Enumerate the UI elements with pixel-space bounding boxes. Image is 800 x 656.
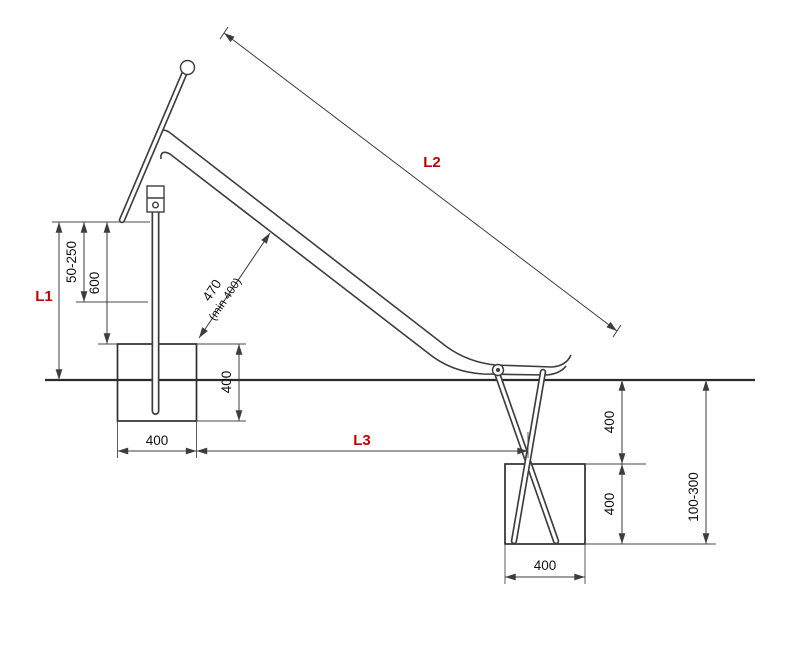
dim-line-l2-main xyxy=(223,32,618,332)
pivot-joint xyxy=(491,363,505,377)
pivot-bolt xyxy=(496,368,500,372)
dim-line-l2 xyxy=(219,26,622,338)
label-l1: L1 xyxy=(35,288,53,305)
handrail-tube-core xyxy=(120,70,187,222)
dim-text-right-block-width: 400 xyxy=(534,558,557,573)
dim-line-l2-tick-end xyxy=(612,324,622,338)
dim-text-left-block-width: 400 xyxy=(146,433,169,448)
dim-text-handrail-range: 50-250 xyxy=(64,241,79,283)
clamp-bolt xyxy=(151,201,159,209)
dim-text-right-block-depth: 400 xyxy=(602,493,617,516)
clamp-body xyxy=(146,185,165,213)
dimension-texts: L1 L2 L3 50-250 600 470 (min 400) 400 40… xyxy=(35,154,701,573)
dim-text-cover-depth: 100-300 xyxy=(686,472,701,522)
post-clamp xyxy=(146,185,165,213)
dim-text-right-embed: 400 xyxy=(602,411,617,434)
handrail-knob xyxy=(179,59,196,76)
label-l3: L3 xyxy=(353,432,371,449)
dim-line-l2-tick-start xyxy=(219,26,229,40)
rear-leg-core xyxy=(512,370,545,543)
handrail xyxy=(118,59,196,224)
dim-text-clearance: 470 (min 400) xyxy=(199,276,244,323)
label-l2: L2 xyxy=(423,154,441,171)
dim-text-left-block-depth: 400 xyxy=(219,371,234,394)
slide-chute xyxy=(157,129,572,376)
support-legs xyxy=(493,368,560,545)
right-foundation-block xyxy=(504,463,586,545)
chute-bottom-edge xyxy=(160,151,567,376)
dimension-lines xyxy=(55,26,710,581)
dim-text-post-height: 600 xyxy=(87,272,102,295)
